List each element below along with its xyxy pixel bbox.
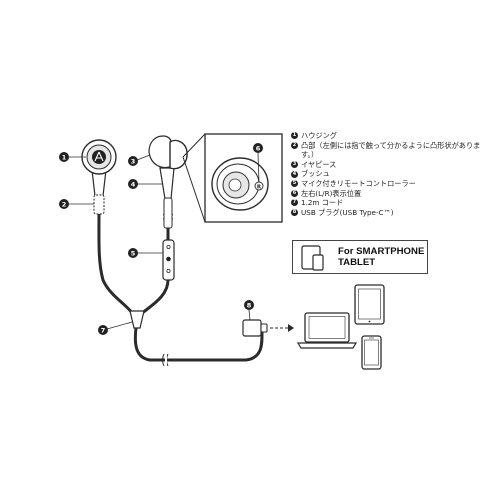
- callout-8: 8: [244, 300, 254, 310]
- tablet-home: [368, 320, 371, 323]
- usb-plug-body: [242, 319, 262, 337]
- smartphone-tablet-label: For SMARTPHONE TABLET: [338, 246, 425, 268]
- leader-6: [257, 152, 260, 183]
- phone-tablet-icon: [301, 245, 324, 271]
- legend-text-8: USB プラグ(USB Type-C™): [301, 207, 394, 217]
- callout-badges: 1 2 3 4 5 6 7 8: [59, 143, 263, 335]
- remote-control-icon: [162, 239, 175, 281]
- legend-number-6: 6: [291, 189, 298, 197]
- legend-number-7: 7: [291, 199, 298, 207]
- legend-text-5: マイク付きリモートコントローラー: [301, 178, 416, 188]
- legend-number-4: 4: [291, 170, 298, 178]
- right-earphone-bushing: [163, 197, 173, 229]
- brand-logo-mark: [94, 151, 104, 162]
- right-earphone-stem: [159, 167, 175, 200]
- main-cable: [133, 326, 264, 362]
- legend-number-2: 2: [291, 141, 298, 149]
- callout-6: 6: [253, 143, 263, 153]
- callout-5: 5: [128, 248, 138, 258]
- legend-number-8: 8: [291, 208, 298, 216]
- laptop-base: [296, 342, 358, 349]
- legend-number-5: 5: [291, 180, 298, 188]
- earphone-right-icon: [148, 135, 188, 229]
- smart-label-line-1: For SMARTPHONE: [338, 246, 425, 257]
- legend-number-1: 1: [291, 132, 298, 140]
- laptop-screen: [304, 312, 350, 343]
- callout-7: 7: [98, 325, 108, 335]
- callout-3-label: 3: [131, 157, 136, 165]
- left-earphone-bushing: [93, 194, 105, 215]
- detail-tip-hole: [228, 178, 242, 192]
- right-housing: [169, 139, 188, 170]
- legend-text-6: 左右(L/R)表示位置: [301, 188, 362, 198]
- callout-4-label: 4: [131, 180, 136, 188]
- smartphone-tablet-box: [292, 240, 428, 274]
- laptop-screen-inner: [308, 316, 346, 339]
- legend-text-7: 1.2m コード: [301, 198, 344, 208]
- phone-body: [361, 335, 382, 370]
- legend-text-2: 凸部（左側には指で触って分かるように凸形状があります。）: [301, 140, 481, 160]
- arrow-icon: [270, 324, 294, 332]
- phone-screen: [364, 339, 379, 366]
- tablet-icon: [354, 284, 385, 325]
- remote-button-up: [166, 244, 171, 249]
- smart-label-line-2: TABLET: [338, 256, 376, 268]
- remote-button-mid: [166, 256, 171, 262]
- callout-2-label: 2: [62, 200, 67, 208]
- callout-8-label: 8: [247, 301, 252, 309]
- arrow-head: [288, 324, 294, 332]
- callout-2: 2: [59, 199, 69, 209]
- cable-group: [97, 212, 264, 362]
- callout-1-label: 1: [62, 153, 67, 161]
- lr-mark-text: R: [257, 184, 262, 190]
- laptop-icon: [296, 312, 358, 349]
- leader-7: [106, 321, 133, 330]
- callout-5-label: 5: [131, 249, 136, 257]
- callout-leaders: [68, 152, 260, 330]
- right-ear-tip: [148, 135, 173, 169]
- smartphone-icon: [361, 335, 382, 370]
- tablet-body: [354, 284, 385, 325]
- earphone-left-icon: [81, 139, 117, 215]
- legend-text-1: ハウジング: [301, 131, 337, 140]
- usb-c-plug-icon: [242, 319, 268, 337]
- left-cable: [97, 212, 135, 316]
- usb-plug-tip: [260, 323, 268, 333]
- cable-break-gap-main: [165, 355, 167, 365]
- callout-1: 1: [59, 152, 69, 162]
- legend-text-4: ブッシュ: [301, 169, 330, 179]
- callout-4: 4: [128, 179, 138, 189]
- legend-number-3: 3: [291, 160, 298, 168]
- callout-3: 3: [128, 156, 138, 166]
- callout-7-label: 7: [101, 326, 106, 334]
- legend-text-3: イヤピース: [301, 159, 337, 169]
- right-cable: [139, 278, 170, 316]
- box-phone-icon: [312, 254, 324, 271]
- remote-button-down: [166, 268, 171, 273]
- y-splitter: [129, 310, 145, 329]
- leader-3: [136, 154, 151, 161]
- callout-6-label: 6: [256, 144, 261, 152]
- detail-pointer-lines: [182, 133, 206, 223]
- ear-tip-detail-icon: R: [182, 133, 283, 223]
- leader-8: [248, 309, 251, 321]
- tablet-screen: [358, 288, 381, 320]
